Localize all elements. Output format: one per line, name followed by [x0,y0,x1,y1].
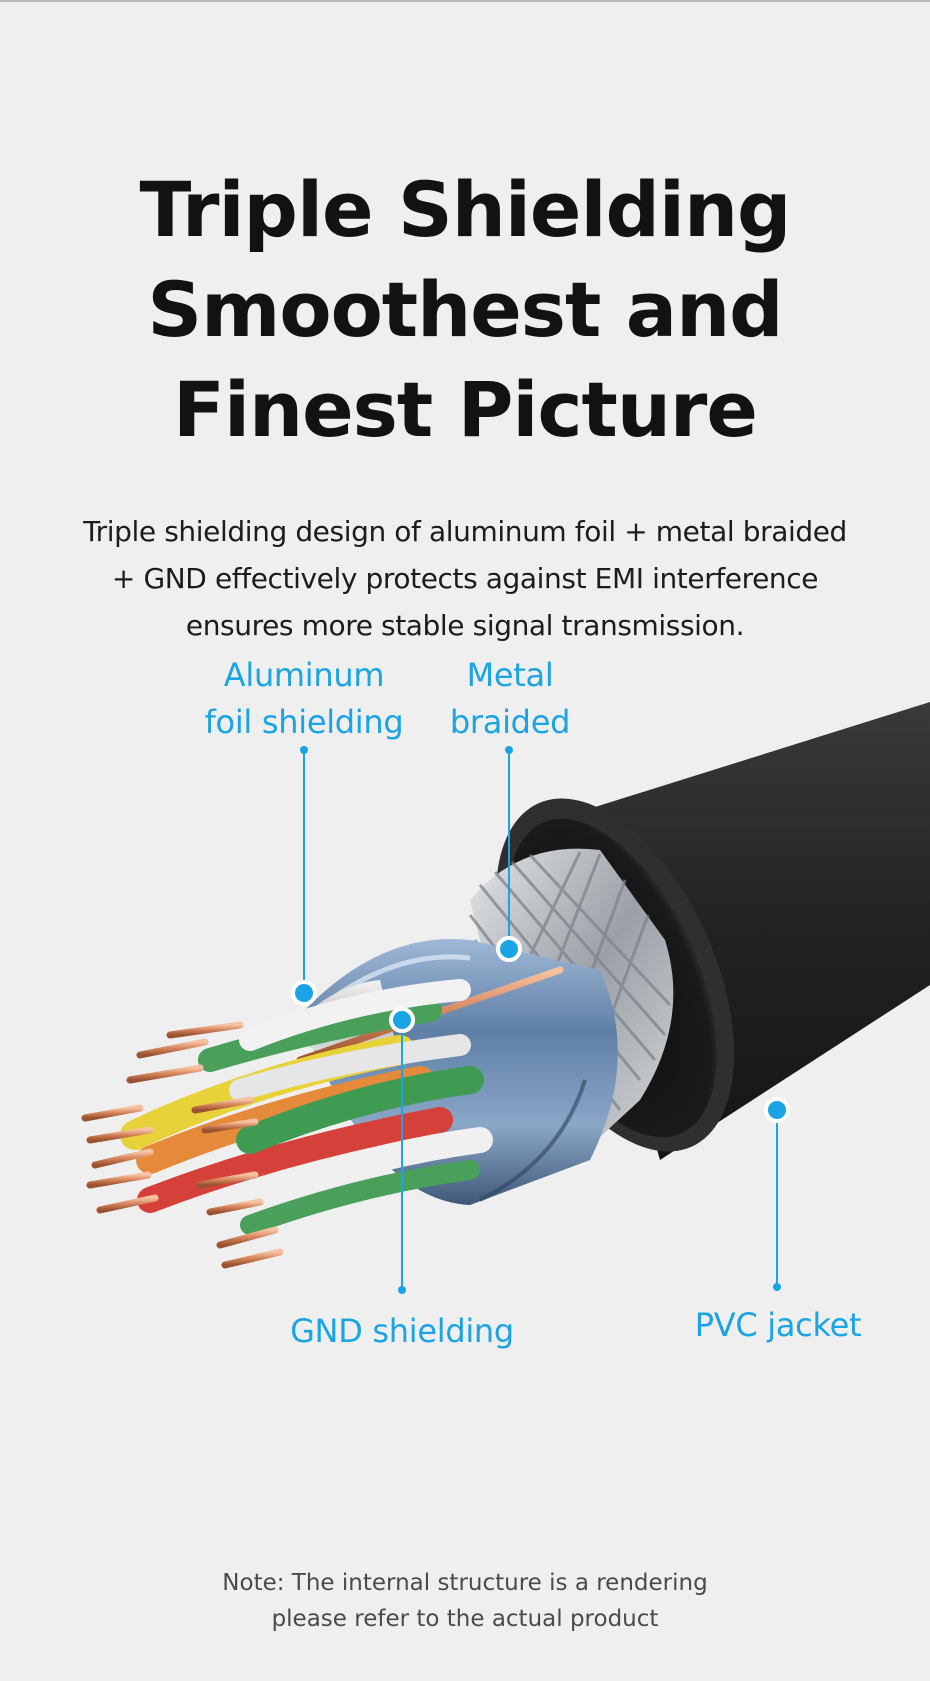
aluminum-foil-label-line-1: Aluminum [223,656,385,694]
metal-braided-label-line-1: Metal [466,656,554,694]
copper-wire-ends [81,1021,284,1269]
title-line-1: Triple Shielding [139,165,792,254]
cable-cross-section-illustration [81,702,930,1294]
gnd-shielding-marker [389,1007,415,1033]
metal-braided-marker [496,936,522,962]
note-line-1: Note: The internal structure is a render… [222,1570,708,1596]
cable-diagram: Aluminum foil shielding Metal braided GN… [0,640,930,1460]
description-line-1: Triple shielding design of aluminum foil… [83,515,847,548]
metal-braided-label: Metal braided [430,652,590,746]
note-line-2: please refer to the actual product [271,1606,659,1632]
gnd-shielding-label: GND shielding [252,1308,552,1355]
top-divider [0,0,930,2]
metal-braided-label-line-2: braided [449,703,571,741]
description-line-3: ensures more stable signal transmission. [185,609,745,642]
callout-leaders [291,746,790,1294]
aluminum-foil-label-line-2: foil shielding [204,703,404,741]
description-line-2: + GND effectively protects against EMI i… [111,562,819,595]
rendering-note: Note: The internal structure is a render… [0,1565,930,1637]
aluminum-foil-marker [291,980,317,1006]
title-line-2: Smoothest and [147,265,783,354]
gnd-shielding-label-text: GND shielding [290,1312,514,1350]
pvc-jacket-label-text: PVC jacket [694,1306,862,1344]
page-title: Triple Shielding Smoothest and Finest Pi… [0,160,930,460]
title-line-3: Finest Picture [173,365,758,454]
aluminum-foil-label: Aluminum foil shielding [184,652,424,746]
pvc-jacket-marker [764,1097,790,1123]
pvc-jacket-label: PVC jacket [660,1302,896,1349]
description: Triple shielding design of aluminum foil… [30,508,900,649]
